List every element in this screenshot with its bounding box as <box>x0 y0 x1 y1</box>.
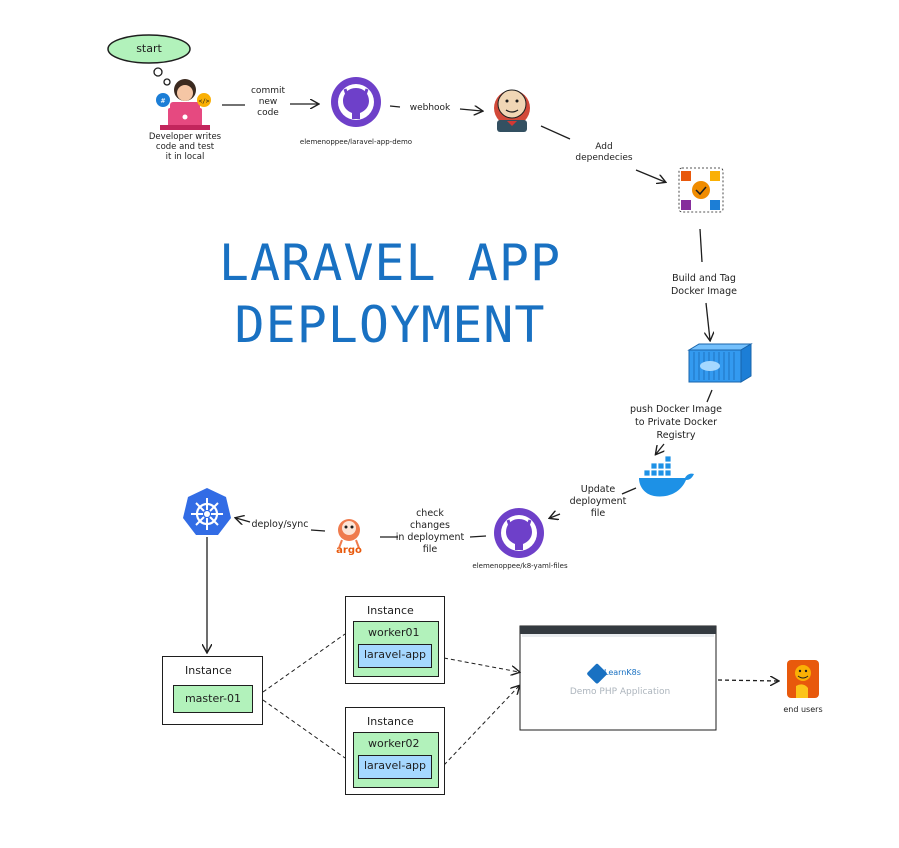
start-label: start <box>136 42 162 55</box>
worker02-node: worker02 laravel-app <box>353 732 439 788</box>
master-instance-box: Instance master-01 <box>162 656 263 725</box>
github-repo-k8s-icon <box>494 508 544 558</box>
svg-text:</>: </> <box>199 98 210 105</box>
worker02-instance-box: Instance worker02 laravel-app <box>345 707 445 795</box>
update-deployment-label: Update deployment file <box>569 484 627 519</box>
dependency-build-icon <box>678 167 724 213</box>
check-changes-label: check changes in deployment file <box>395 508 465 555</box>
laravel-app-pod: laravel-app <box>358 755 432 779</box>
flow-arrows <box>207 104 778 681</box>
end-users-label: end users <box>783 705 823 714</box>
kubernetes-control-icon <box>183 488 231 535</box>
github-repo-app-icon <box>331 77 381 127</box>
argo-logo-text: argo <box>336 545 362 556</box>
argo-icon <box>338 519 360 549</box>
developer-icon: # </> <box>156 79 211 130</box>
instance-title: Instance <box>185 664 232 677</box>
laravel-app-pod: laravel-app <box>358 644 432 668</box>
deploy-sync-label: deploy/sync <box>251 519 309 530</box>
commit-label: commit new code <box>250 86 286 118</box>
worker01-node: worker01 laravel-app <box>353 621 439 677</box>
start-bubble <box>107 34 191 86</box>
build-tag-label: Build and Tag Docker Image <box>670 273 738 297</box>
docker-registry-icon <box>639 455 694 497</box>
jenkins-icon <box>494 89 530 132</box>
developer-label: Developer writes code and test it in loc… <box>148 132 222 162</box>
worker-name: worker02 <box>368 737 420 750</box>
docker-image-icon <box>687 343 753 383</box>
add-dependencies-label: Add dependecies <box>575 142 633 163</box>
app-repo-label: elemenoppee/laravel-app-demo <box>299 138 413 146</box>
worker-name: worker01 <box>368 626 420 639</box>
diagram-title: LARAVEL APP DEPLOYMENT <box>218 234 562 354</box>
webhook-label: webhook <box>409 103 451 113</box>
instance-title: Instance <box>367 604 414 617</box>
browser-heading: Demo PHP Application <box>569 687 671 697</box>
k8s-repo-label: elemenoppee/k8-yaml-files <box>472 562 568 570</box>
push-image-label: push Docker Image to Private Docker Regi… <box>629 404 723 441</box>
network-links <box>262 633 519 766</box>
master-node: master-01 <box>173 685 253 713</box>
instance-title: Instance <box>367 715 414 728</box>
browser-window <box>519 625 717 731</box>
svg-text:#: # <box>161 97 166 105</box>
end-user-icon <box>787 660 819 698</box>
browser-brand: LearnK8s <box>604 668 641 677</box>
worker01-instance-box: Instance worker01 laravel-app <box>345 596 445 684</box>
